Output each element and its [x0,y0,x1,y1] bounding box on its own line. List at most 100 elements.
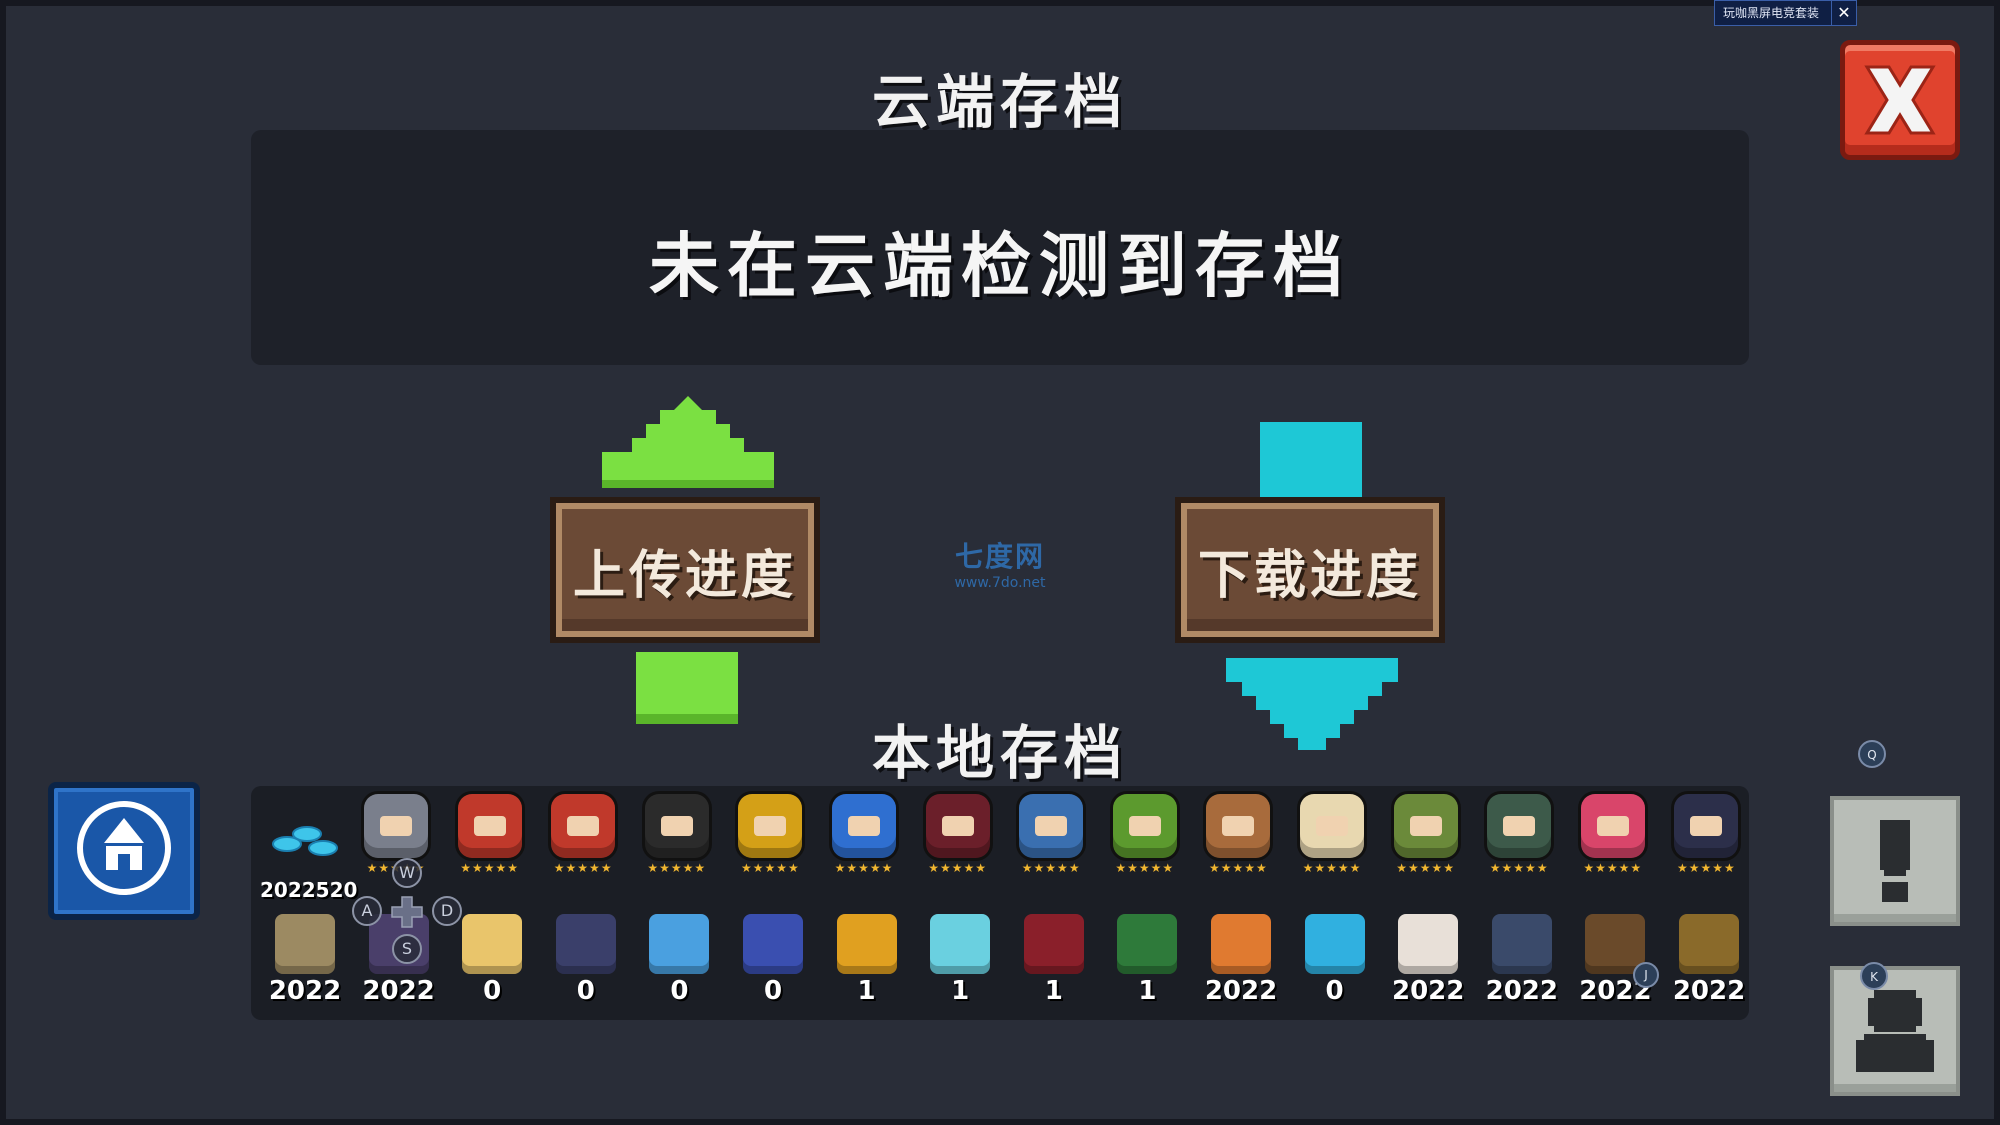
character-cell[interactable]: ★★★★★ [1474,794,1564,874]
watermark-name: 七度网 [954,540,1045,573]
character-sprite-icon [1487,794,1552,858]
item-cell[interactable]: 1 [822,914,912,1006]
download-progress-button[interactable]: 下载进度 [1175,497,1445,643]
item-sprite-icon [462,914,523,974]
close-icon [1864,65,1936,135]
character-stars: ★★★★★ [1115,861,1175,875]
item-cell[interactable]: 0 [1290,914,1380,1006]
item-sprite-icon [555,914,616,974]
character-cell[interactable]: ★★★★★ [1100,794,1190,874]
character-cell[interactable]: ★★★★★ [445,794,535,874]
item-cell[interactable]: 1 [915,914,1005,1006]
item-cell[interactable]: 0 [541,914,631,1006]
item-cell[interactable]: 2022 [1477,914,1567,1006]
item-cell[interactable]: 2022 [1196,914,1286,1006]
item-value: 0 [576,976,595,1006]
character-stars: ★★★★★ [834,861,894,875]
item-cell[interactable]: 0 [728,914,818,1006]
item-sprite-icon [1304,914,1365,974]
character-stars: ★★★★★ [928,861,987,875]
character-sprite-icon [1019,794,1084,858]
character-stars: ★★★★★ [1302,861,1362,875]
gems-count: 2022520 [260,878,358,902]
character-stars: ★★★★★ [1676,861,1736,875]
character-cell[interactable]: ★★★★★ [819,794,909,874]
character-sprite-icon [1674,794,1739,858]
item-sprite-icon [1398,914,1459,974]
dpad-s-key[interactable]: S [392,934,422,964]
item-cell[interactable]: 2022 [354,914,444,1006]
item-sprite-icon [930,914,991,974]
upload-progress-button[interactable]: 上传进度 [550,497,820,643]
upload-progress-label: 上传进度 [572,545,797,606]
item-value: 0 [1325,976,1344,1006]
chilly-room-logo-icon [77,801,171,895]
dpad-d-key[interactable]: D [432,896,462,926]
item-cell[interactable]: 1 [1102,914,1192,1006]
character-cell[interactable]: ★★★★★ [1287,794,1377,874]
exclamation-icon [1880,820,1910,902]
dpad-w-key[interactable]: W [392,858,422,888]
character-cell[interactable]: ★★★★★ [1193,794,1283,874]
character-sprite-icon [1580,794,1645,858]
dpad-overlay[interactable]: W A D S [352,858,462,968]
download-arrow-icon [1226,422,1398,750]
info-button[interactable] [1830,796,1960,926]
character-sprite-icon [1393,794,1458,858]
cloud-save-title: 云端存档 [871,68,1128,136]
item-value: 1 [857,976,876,1006]
upload-arrow-icon [602,396,774,724]
character-cell[interactable]: ★★★★★ [351,794,441,874]
character-cell[interactable]: ★★★★★ [1006,794,1096,874]
overlay-close-button[interactable]: ✕ [1831,0,1857,26]
character-stars: ★★★★★ [1489,861,1549,875]
character-stars: ★★★★★ [647,861,707,875]
character-stars: ★★★★★ [1583,861,1643,875]
item-sprite-icon [1585,914,1646,974]
cloud-save-panel: 未在云端检测到存档 [251,130,1749,365]
item-sprite-icon [1211,914,1271,974]
character-sprite-icon [644,794,709,858]
character-cell[interactable]: ★★★★★ [632,794,722,874]
item-value: 0 [670,976,689,1006]
character-stars: ★★★★★ [460,861,519,875]
character-cell[interactable]: ★★★★★ [1661,794,1749,874]
item-cell[interactable]: 2022 [1383,914,1473,1006]
close-button[interactable] [1840,40,1960,160]
item-sprite-icon [1023,914,1084,974]
character-sprite-icon [1300,794,1364,858]
character-sprite-icon [457,794,522,858]
character-sprite-icon [1112,794,1177,858]
item-sprite-icon [1679,914,1739,974]
q-key-badge: Q [1858,740,1886,768]
character-sprite-icon [551,794,616,858]
item-cell[interactable]: 2022 [260,914,350,1006]
item-value: 0 [483,976,502,1006]
profile-button[interactable] [1830,966,1960,1096]
character-cell[interactable]: ★★★★★ [1568,794,1658,874]
character-stars: ★★★★★ [553,861,613,875]
character-cell[interactable]: ★★★★★ [913,794,1003,874]
item-sprite-icon [275,914,335,974]
dpad-a-key[interactable]: A [352,896,382,926]
dpad-cross-icon [391,896,423,928]
character-sprite-icon [1206,794,1271,858]
character-cell[interactable]: ★★★★★ [538,794,628,874]
item-cell[interactable]: 2022 [1570,914,1660,1006]
item-value: 1 [951,976,970,1006]
j-key-badge: J [1633,962,1659,988]
item-cell[interactable]: 0 [634,914,724,1006]
item-cell[interactable]: 1 [1009,914,1099,1006]
item-sprite-icon [649,914,710,974]
chilly-room-logo-button[interactable] [48,782,200,920]
gems-icon [272,826,338,856]
item-cell[interactable]: 2022 [1664,914,1749,1006]
character-cell[interactable]: ★★★★★ [725,794,815,874]
gems-cell: 2022520 [260,806,358,902]
local-save-panel: 2022520 ★★★★★ ★★★★★ ★★★★★ ★★★★★ ★★★★★ ★★★★★ ★★… [251,786,1749,1020]
character-cell[interactable]: ★★★★★ [1381,794,1471,874]
item-cell[interactable]: 0 [447,914,537,1006]
character-stars: ★★★★★ [1396,861,1455,875]
character-sprite-icon [832,794,896,858]
cloud-save-message: 未在云端检测到存档 [649,225,1351,307]
